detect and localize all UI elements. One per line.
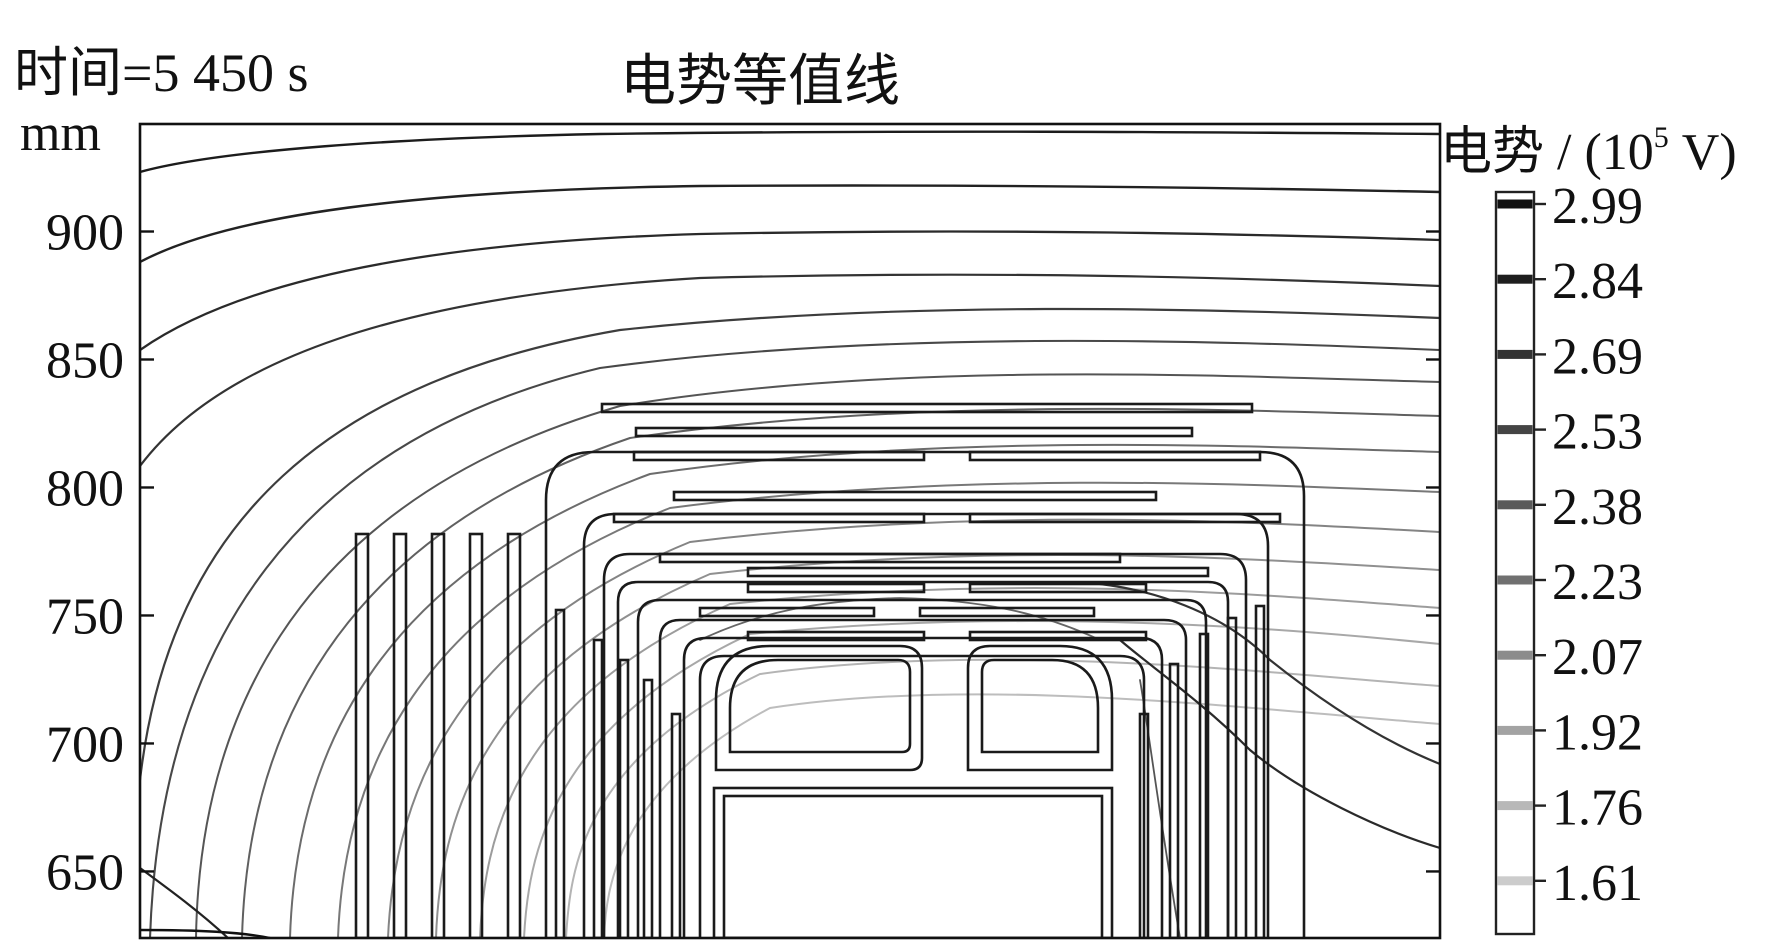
- contour-line: [435, 554, 1440, 938]
- angle-ring: [636, 598, 1208, 938]
- legend-level-label: 2.07: [1552, 629, 1643, 686]
- y-tick-label: 650: [46, 844, 124, 901]
- legend-level-label: 1.76: [1552, 780, 1643, 837]
- barrier-strip: [746, 630, 926, 642]
- angle-ring: [616, 580, 1230, 938]
- pressboard-strip: [1198, 632, 1210, 938]
- contour-line: [140, 184, 1440, 264]
- contour-line: [140, 307, 1440, 782]
- pressboard-strip: [618, 658, 630, 938]
- contour-line: [289, 443, 1440, 938]
- contour-line: [1139, 679, 1181, 938]
- barrier-strip: [918, 606, 1096, 618]
- legend-title: 电势 / (105 V): [1440, 123, 1737, 179]
- legend-level-label: 2.23: [1552, 554, 1643, 611]
- y-tick-label: 900: [46, 205, 124, 262]
- pressboard-strip: [468, 532, 484, 938]
- winding-window: [714, 644, 924, 772]
- contour-line: [1098, 582, 1440, 766]
- y-tick-label: 800: [46, 460, 124, 517]
- barrier-strip: [968, 630, 1148, 642]
- legend-bar: [1494, 190, 1536, 936]
- legend-level-label: 1.92: [1552, 704, 1643, 761]
- contour-line: [479, 587, 1440, 938]
- barrier-strip: [746, 566, 1210, 578]
- pressboard-strip: [592, 638, 604, 938]
- y-axis: 650 700 750 800 850 900: [46, 205, 1440, 901]
- pressboard-strip: [670, 712, 682, 938]
- contour-lines: [140, 130, 1440, 938]
- contour-line: [699, 597, 1101, 641]
- angle-ring: [698, 654, 1146, 938]
- barrier-strip: [634, 426, 1194, 438]
- contour-line: [148, 339, 1440, 938]
- contour-line: [140, 866, 230, 938]
- legend-level-swatch: [1497, 274, 1533, 284]
- y-tick-label: 700: [46, 716, 124, 773]
- core-block: [722, 794, 1104, 938]
- legend-level-swatch: [1497, 876, 1533, 886]
- pressboard-strip: [392, 532, 408, 938]
- winding-window: [966, 644, 1114, 772]
- y-tick-label: 750: [46, 588, 124, 645]
- contour-line: [140, 230, 1440, 352]
- pressboard-strip: [506, 532, 522, 938]
- legend-level-swatch: [1497, 650, 1533, 660]
- time-label: 时间=5 450 s: [14, 43, 309, 103]
- contour-line: [523, 620, 1440, 938]
- legend-level-label: 1.61: [1552, 855, 1643, 912]
- legend-level-label: 2.53: [1552, 404, 1643, 461]
- legend-level-swatch: [1497, 801, 1533, 811]
- pressboard-strip: [430, 532, 446, 938]
- legend-level-swatch: [1497, 425, 1533, 435]
- legend-title-prefix: 电势 / (10: [1440, 124, 1654, 181]
- legend: 2.99 2.84 2.69 2.53 2.38 2.23 2.07 1.92 1.76 1.61: [1494, 178, 1643, 936]
- legend-level-swatch: [1497, 725, 1533, 735]
- contour-line: [140, 130, 1440, 174]
- contour-line: [140, 273, 1440, 468]
- legend-level-label: 2.69: [1552, 328, 1643, 385]
- angle-ring: [602, 552, 1248, 938]
- legend-level-swatch: [1497, 575, 1533, 585]
- barrier-strip: [672, 490, 1158, 502]
- pressboard-strip: [1168, 662, 1180, 938]
- chart-title: 电势等值线: [620, 51, 900, 113]
- pressboard-strip: [1254, 604, 1266, 938]
- pressboard-strip: [354, 532, 370, 938]
- barrier-strip: [968, 582, 1148, 594]
- winding-window: [980, 658, 1100, 754]
- contour-line: [241, 407, 1440, 938]
- plot-frame: [138, 122, 1442, 940]
- legend-level-swatch: [1497, 199, 1533, 209]
- winding-structures: [354, 402, 1306, 938]
- angle-ring: [544, 450, 1306, 938]
- contour-line: [140, 928, 272, 938]
- core-block: [712, 786, 1114, 938]
- pressboard-strip: [642, 678, 654, 938]
- barrier-strip: [600, 402, 1254, 414]
- legend-level-label: 2.99: [1552, 178, 1643, 235]
- contour-line: [337, 481, 1440, 938]
- pressboard-strip: [554, 608, 566, 938]
- angle-ring: [582, 512, 1270, 938]
- contour-line: [1118, 638, 1440, 850]
- angle-ring: [682, 636, 1164, 938]
- legend-level-swatch: [1497, 500, 1533, 510]
- legend-level-label: 2.38: [1552, 479, 1643, 536]
- winding-window: [728, 658, 912, 754]
- y-tick-label: 850: [46, 332, 124, 389]
- y-axis-unit-label: mm: [20, 105, 101, 162]
- contour-line: [565, 658, 1440, 938]
- barrier-strip: [746, 582, 926, 594]
- legend-title-exponent: 5: [1653, 121, 1669, 154]
- barrier-strip: [698, 606, 876, 618]
- legend-level-swatch: [1497, 349, 1533, 359]
- angle-ring: [658, 618, 1188, 938]
- legend-level-label: 2.84: [1552, 253, 1643, 310]
- legend-title-unit: V): [1668, 124, 1737, 181]
- contour-line: [195, 373, 1440, 938]
